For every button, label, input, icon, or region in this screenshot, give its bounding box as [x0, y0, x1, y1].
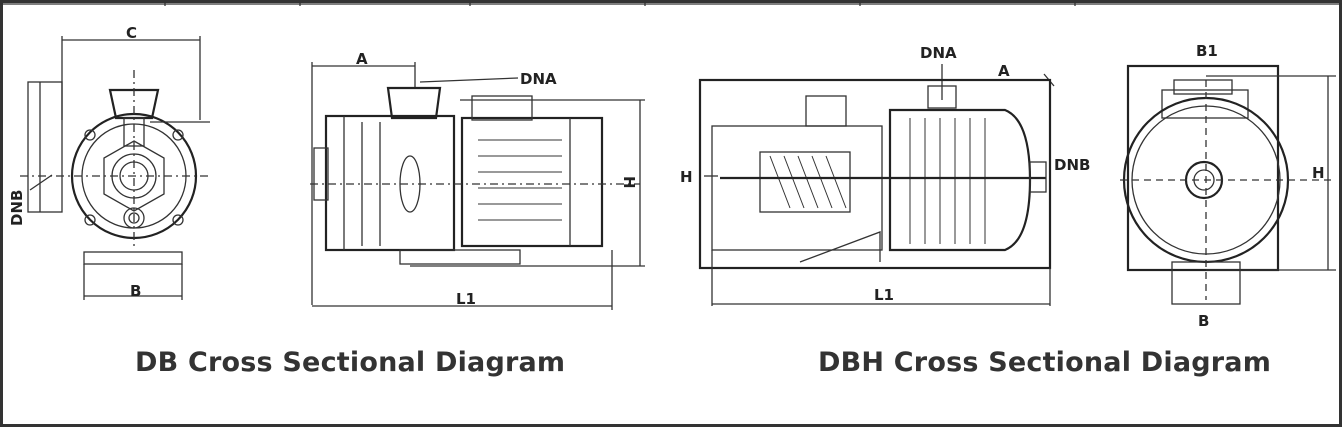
db-diagram-title: DB Cross Sectional Diagram	[135, 347, 566, 378]
dbh-dim-h-left: H	[680, 168, 693, 186]
db-dim-c: C	[126, 24, 137, 42]
dbh-dim-a: A	[998, 62, 1010, 80]
dbh-dim-dnb: DNB	[1054, 156, 1090, 174]
dbh-side-section	[698, 64, 1055, 306]
db-front-view	[20, 36, 210, 300]
db-dim-l1: L1	[456, 290, 476, 308]
dbh-diagram-title: DBH Cross Sectional Diagram	[818, 347, 1272, 378]
dbh-dim-b: B	[1198, 312, 1209, 330]
db-dim-dnb: DNB	[8, 190, 26, 226]
dbh-dim-dna: DNA	[920, 44, 957, 62]
dbh-front-view	[1120, 64, 1336, 305]
db-dim-dna: DNA	[520, 70, 557, 88]
db-dim-h: H	[620, 176, 638, 189]
db-side-view	[310, 62, 645, 310]
db-dim-a: A	[356, 50, 368, 68]
dbh-dim-l1: L1	[874, 286, 894, 304]
dbh-dim-h-right: H	[1312, 164, 1325, 182]
db-dim-b: B	[130, 282, 141, 300]
top-ruler	[0, 0, 1342, 6]
dbh-dim-b1: B1	[1196, 42, 1218, 60]
